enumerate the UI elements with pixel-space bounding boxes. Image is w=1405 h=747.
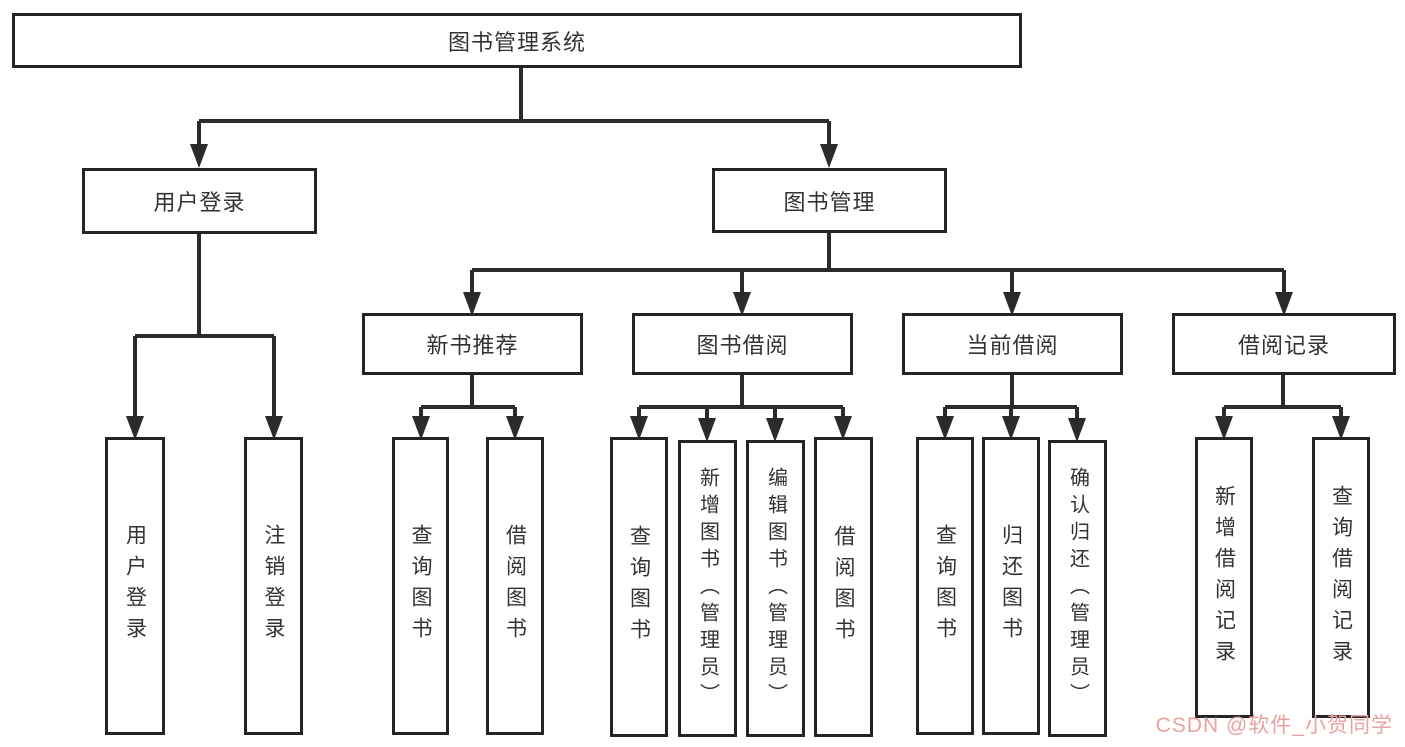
node-leaf-borrow-book-1: 借阅图书: [486, 437, 544, 735]
node-leaf-edit-book-admin: 编辑图书（管理员）: [746, 440, 805, 737]
node-leaf-add-book-admin: 新增图书（管理员）: [678, 440, 737, 737]
connector-user-login-group: [126, 232, 283, 440]
node-leaf-confirm-return-admin: 确认归还（管理员）: [1048, 440, 1107, 737]
connector-book-borrow-group: [630, 373, 852, 442]
node-leaf-borrow-book-2: 借阅图书: [814, 437, 873, 737]
node-user-login: 用户登录: [82, 168, 317, 234]
node-leaf-add-borrow-record: 新增借阅记录: [1195, 437, 1253, 718]
connector-borrow-records-group: [1215, 373, 1350, 440]
node-leaf-query-book-2: 查询图书: [610, 437, 668, 737]
node-leaf-user-login: 用户登录: [105, 437, 165, 735]
connector-book-mgmt-to-level3: [463, 231, 1293, 316]
connector-root-to-level2: [190, 66, 838, 168]
connector-new-book-group: [412, 373, 524, 440]
node-book-management: 图书管理: [712, 168, 947, 233]
node-current-borrow: 当前借阅: [902, 313, 1123, 375]
node-borrow-records: 借阅记录: [1172, 313, 1396, 375]
node-leaf-return-book: 归还图书: [982, 437, 1040, 735]
node-leaf-logout: 注销登录: [244, 437, 303, 735]
node-new-book-recommend: 新书推荐: [362, 313, 583, 375]
node-leaf-query-book-1: 查询图书: [392, 437, 449, 735]
node-leaf-query-book-3: 查询图书: [916, 437, 974, 735]
csdn-watermark: CSDN @软件_小贺同学: [1155, 714, 1393, 737]
connector-current-borrow-group: [936, 373, 1086, 442]
node-book-borrow: 图书借阅: [632, 313, 853, 375]
node-leaf-query-borrow-record: 查询借阅记录: [1312, 437, 1370, 718]
node-root-system: 图书管理系统: [12, 13, 1022, 68]
